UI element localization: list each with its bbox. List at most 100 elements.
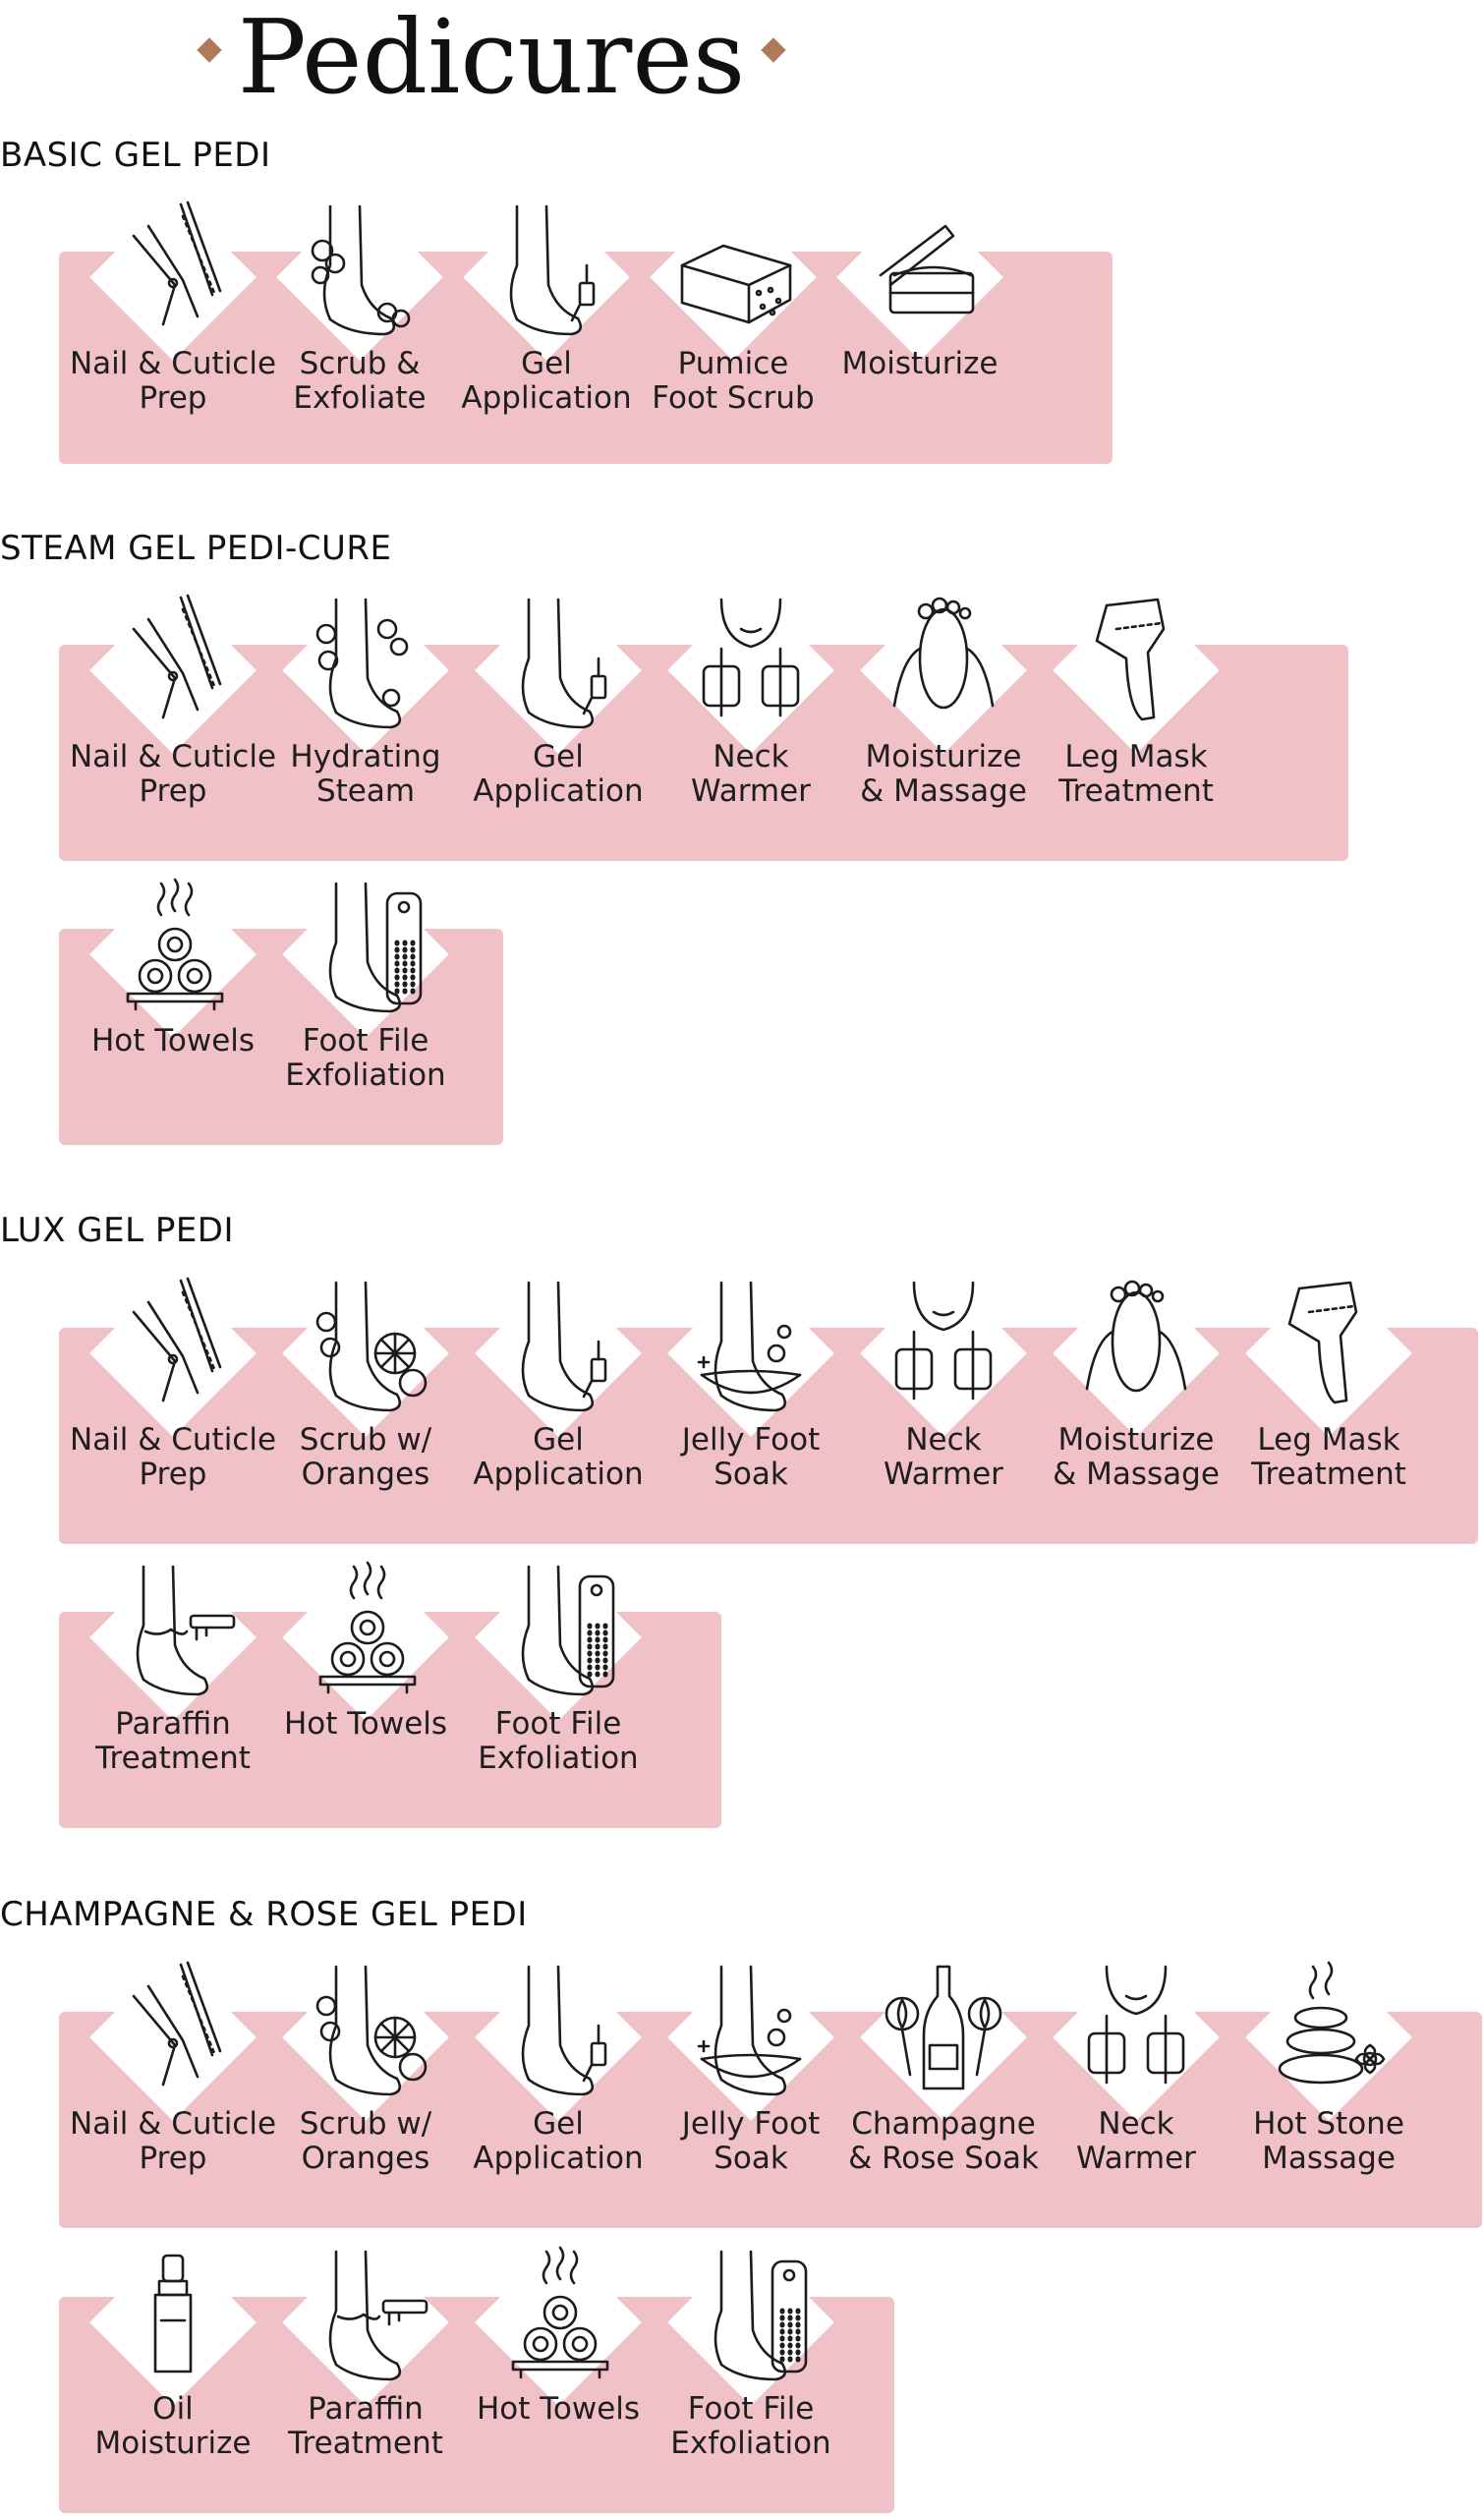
step-label-line: Scrub w/ bbox=[299, 2106, 432, 2142]
foot-file-icon bbox=[713, 2250, 808, 2381]
cream-jar-icon bbox=[879, 224, 975, 314]
step-label-line: Foot File bbox=[494, 1706, 622, 1742]
step-label-line: Soak bbox=[713, 2141, 788, 2176]
treatment-step: Hot Towels bbox=[267, 1554, 464, 1773]
steam-foot-icon bbox=[315, 598, 409, 729]
treatment-step: Scrub &Exfoliate bbox=[261, 194, 458, 416]
step-label-line: Paraffin bbox=[115, 1706, 231, 1742]
leg-mask-icon bbox=[1095, 598, 1166, 721]
step-label-line: Hot Stone bbox=[1253, 2106, 1404, 2142]
step-label-line: Prep bbox=[139, 380, 207, 416]
step-label-line: Steam bbox=[315, 773, 416, 809]
step-label-line: & Rose Soak bbox=[848, 2141, 1039, 2176]
step-label: Hot Towels bbox=[257, 1707, 474, 1742]
step-label-line: Moisturize bbox=[94, 2426, 252, 2461]
foot-file-icon bbox=[328, 882, 423, 1013]
step-label-line: Foot Scrub bbox=[652, 380, 815, 416]
treatment-step: Moisturize bbox=[822, 194, 1018, 413]
step-label: Moisturize& Massage bbox=[835, 740, 1052, 809]
step-label-line: Warmer bbox=[884, 1457, 1003, 1492]
section-title: CHAMPAGNE & ROSE GEL PEDI bbox=[0, 1895, 528, 1934]
step-label-line: Massage bbox=[1262, 2141, 1396, 2176]
hot-towels-icon bbox=[511, 2246, 609, 2379]
step-label: Moisturize& Massage bbox=[1028, 1423, 1244, 1492]
step-label-line: Champagne bbox=[851, 2106, 1036, 2142]
foot-file-icon bbox=[521, 1565, 615, 1696]
nail-tools-icon bbox=[132, 1277, 222, 1402]
step-label-line: Treatment bbox=[1058, 773, 1214, 809]
foot-scrub-icon bbox=[311, 204, 411, 336]
orange-scrub-icon bbox=[315, 1281, 428, 1412]
step-label-line: Nail & Cuticle bbox=[69, 2106, 277, 2142]
step-label-line: Paraffin bbox=[308, 2391, 424, 2427]
treatment-step: Moisturize& Massage bbox=[845, 587, 1042, 809]
page-title-text: Pedicures bbox=[237, 0, 746, 117]
neck-warmer-icon bbox=[894, 1281, 993, 1401]
step-label-line: Exfoliation bbox=[285, 1058, 446, 1093]
step-label: Champagne& Rose Soak bbox=[835, 2107, 1052, 2176]
neck-warmer-icon bbox=[1087, 1965, 1185, 2085]
champagne-rose-icon bbox=[885, 1965, 1002, 2090]
step-label-line: Leg Mask bbox=[1257, 1422, 1400, 1458]
pumice-stone-icon bbox=[680, 244, 792, 324]
step-label: Scrub w/Oranges bbox=[257, 2107, 474, 2176]
step-label-line: Foot File bbox=[687, 2391, 815, 2427]
step-label-line: Treatment bbox=[95, 1741, 251, 1776]
step-label-line: Pumice bbox=[677, 346, 789, 381]
leg-mask-icon bbox=[1287, 1281, 1358, 1404]
step-label-line: Gel bbox=[533, 2106, 584, 2142]
step-label-line: Application bbox=[473, 1457, 644, 1492]
step-label-line: & Massage bbox=[1053, 1457, 1220, 1492]
step-label-line: Neck bbox=[713, 739, 789, 774]
step-label: Hot Towels bbox=[450, 2392, 666, 2427]
step-label-line: Hot Towels bbox=[476, 2391, 641, 2427]
section-title: BASIC GEL PEDI bbox=[0, 136, 271, 175]
step-label-line: Foot File bbox=[302, 1023, 429, 1058]
paraffin-icon bbox=[136, 1565, 236, 1696]
step-label-line: Moisturize bbox=[865, 739, 1022, 774]
step-label: Moisturize bbox=[812, 347, 1028, 381]
step-label-line: Application bbox=[461, 380, 632, 416]
page-title: Pedicures bbox=[0, 0, 983, 108]
diamond-ornament-icon bbox=[196, 37, 222, 63]
step-label-line: Oranges bbox=[301, 1457, 430, 1492]
treatment-step: Champagne& Rose Soak bbox=[845, 1954, 1042, 2176]
step-label: Scrub w/Oranges bbox=[257, 1423, 474, 1492]
hot-towels-icon bbox=[126, 878, 224, 1011]
nail-tools-icon bbox=[132, 1961, 222, 2087]
step-label-line: Jelly Foot bbox=[681, 1422, 821, 1458]
nail-polish-foot-icon bbox=[509, 204, 596, 336]
treatment-step: Scrub w/Oranges bbox=[267, 1270, 464, 1492]
step-label-line: Exfoliation bbox=[670, 2426, 831, 2461]
step-label-line: Hot Towels bbox=[283, 1706, 448, 1742]
treatment-step: Moisturize& Massage bbox=[1038, 1270, 1234, 1492]
nail-polish-foot-icon bbox=[521, 1281, 607, 1412]
step-label-line: Nail & Cuticle bbox=[69, 739, 277, 774]
step-label-line: Leg Mask bbox=[1064, 739, 1208, 774]
step-label-line: Gel bbox=[533, 1422, 584, 1458]
hot-stone-icon bbox=[1278, 1961, 1386, 2085]
